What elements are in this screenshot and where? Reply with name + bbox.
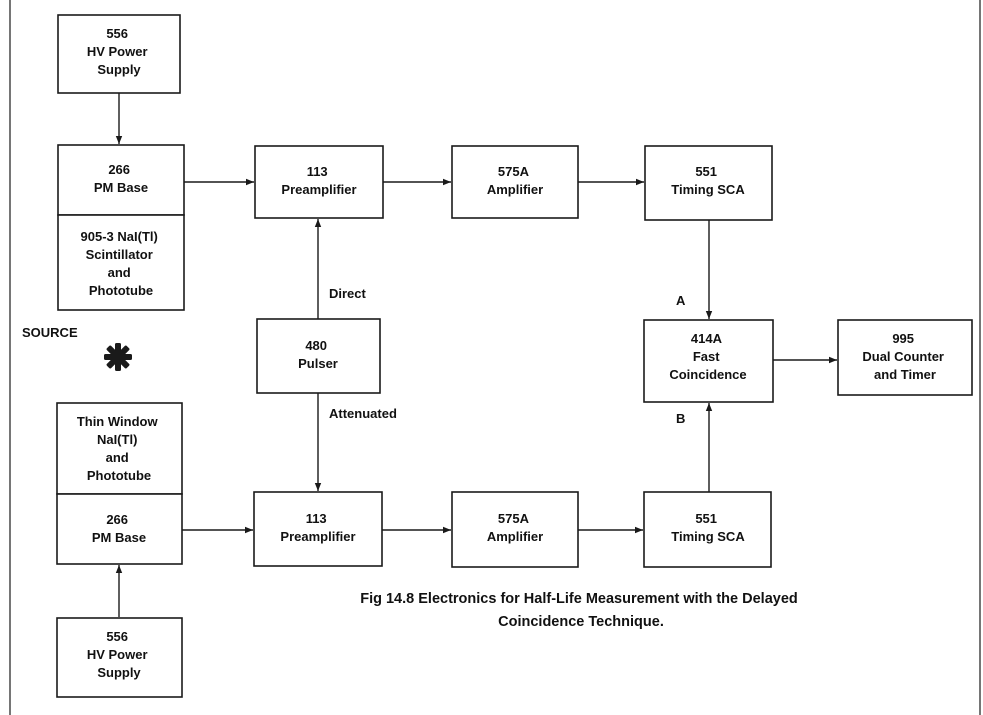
source-label: SOURCE <box>22 325 78 340</box>
preamp-bottom-box <box>253 491 383 567</box>
direct-label: Direct <box>329 286 367 301</box>
thin-window-box <box>56 402 183 495</box>
attenuated-label: Attenuated <box>329 406 397 421</box>
pm-base-bottom-box <box>56 493 183 565</box>
hv-supply-bottom-box <box>56 617 183 698</box>
hv-supply-top-text: 556 HV Power Supply <box>87 26 151 77</box>
preamp-bottom-text: 113 Preamplifier <box>280 511 355 544</box>
input-a-label: A <box>676 293 686 308</box>
amp-top-text: 575A Amplifier <box>487 164 543 197</box>
source-burst-icon <box>104 343 132 371</box>
coincidence-box <box>643 319 774 403</box>
sca-bottom-text: 551 Timing SCA <box>671 511 745 544</box>
figure-caption: Fig 14.8 Electronics for Half-Life Measu… <box>360 591 802 630</box>
scintillator-top-text: 905-3 NaI(Tl) Scintillator and Phototube <box>81 229 162 298</box>
scintillator-top-box <box>57 214 185 311</box>
sca-top-box <box>644 145 773 221</box>
thin-window-text: Thin Window NaI(Tl) and Phototube <box>77 414 161 483</box>
pm-base-top-text: 266 PM Base <box>94 162 148 195</box>
sca-bottom-box <box>643 491 772 568</box>
sca-top-text: 551 Timing SCA <box>671 164 745 197</box>
pulser-box <box>256 318 381 394</box>
preamp-top-box <box>254 145 384 219</box>
pm-base-bottom-text: 266 PM Base <box>92 512 146 545</box>
pulser-text: 480 Pulser <box>298 338 338 371</box>
preamp-top-text: 113 Preamplifier <box>281 164 356 197</box>
pm-base-top-box <box>57 144 185 216</box>
amp-bottom-text: 575A Amplifier <box>487 511 543 544</box>
input-b-label: B <box>676 411 685 426</box>
counter-text: 995 Dual Counter and Timer <box>862 331 947 382</box>
counter-box <box>837 319 973 396</box>
hv-supply-bottom-text: 556 HV Power Supply <box>87 629 151 680</box>
amp-bottom-box <box>451 491 579 568</box>
hv-supply-top-box <box>57 14 181 94</box>
coincidence-text: 414A Fast Coincidence <box>669 331 746 382</box>
